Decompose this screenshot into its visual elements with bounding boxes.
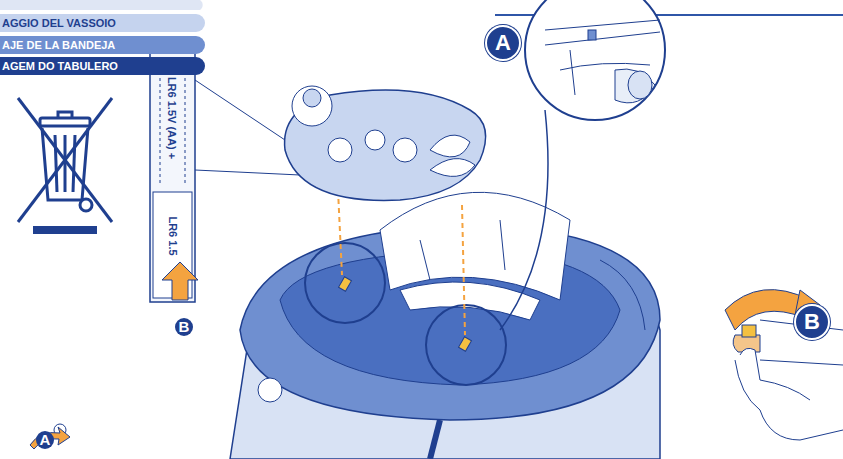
callout-circle: B <box>794 304 830 340</box>
section-band: AGEM DO TABULERO <box>0 57 205 75</box>
node-text: B <box>804 309 820 335</box>
node-text: AJE DE LA BANDEJA <box>2 39 115 51</box>
section-band: AJE DE LA BANDEJA <box>0 36 205 54</box>
node-text: AGGIO DEL VASSOIO <box>2 17 116 29</box>
battery-label: LR6 1.5V (AA) + <box>166 77 178 159</box>
step-letter: B <box>175 318 194 336</box>
callout-circle: A <box>485 25 521 61</box>
battery-label: LR6 1.5 <box>166 216 178 255</box>
step-letter: A <box>36 431 55 449</box>
section-band: AGGIO DEL VASSOIO <box>0 14 205 32</box>
node-text: AGEM DO TABULERO <box>2 60 118 72</box>
node-text: A <box>495 30 511 56</box>
